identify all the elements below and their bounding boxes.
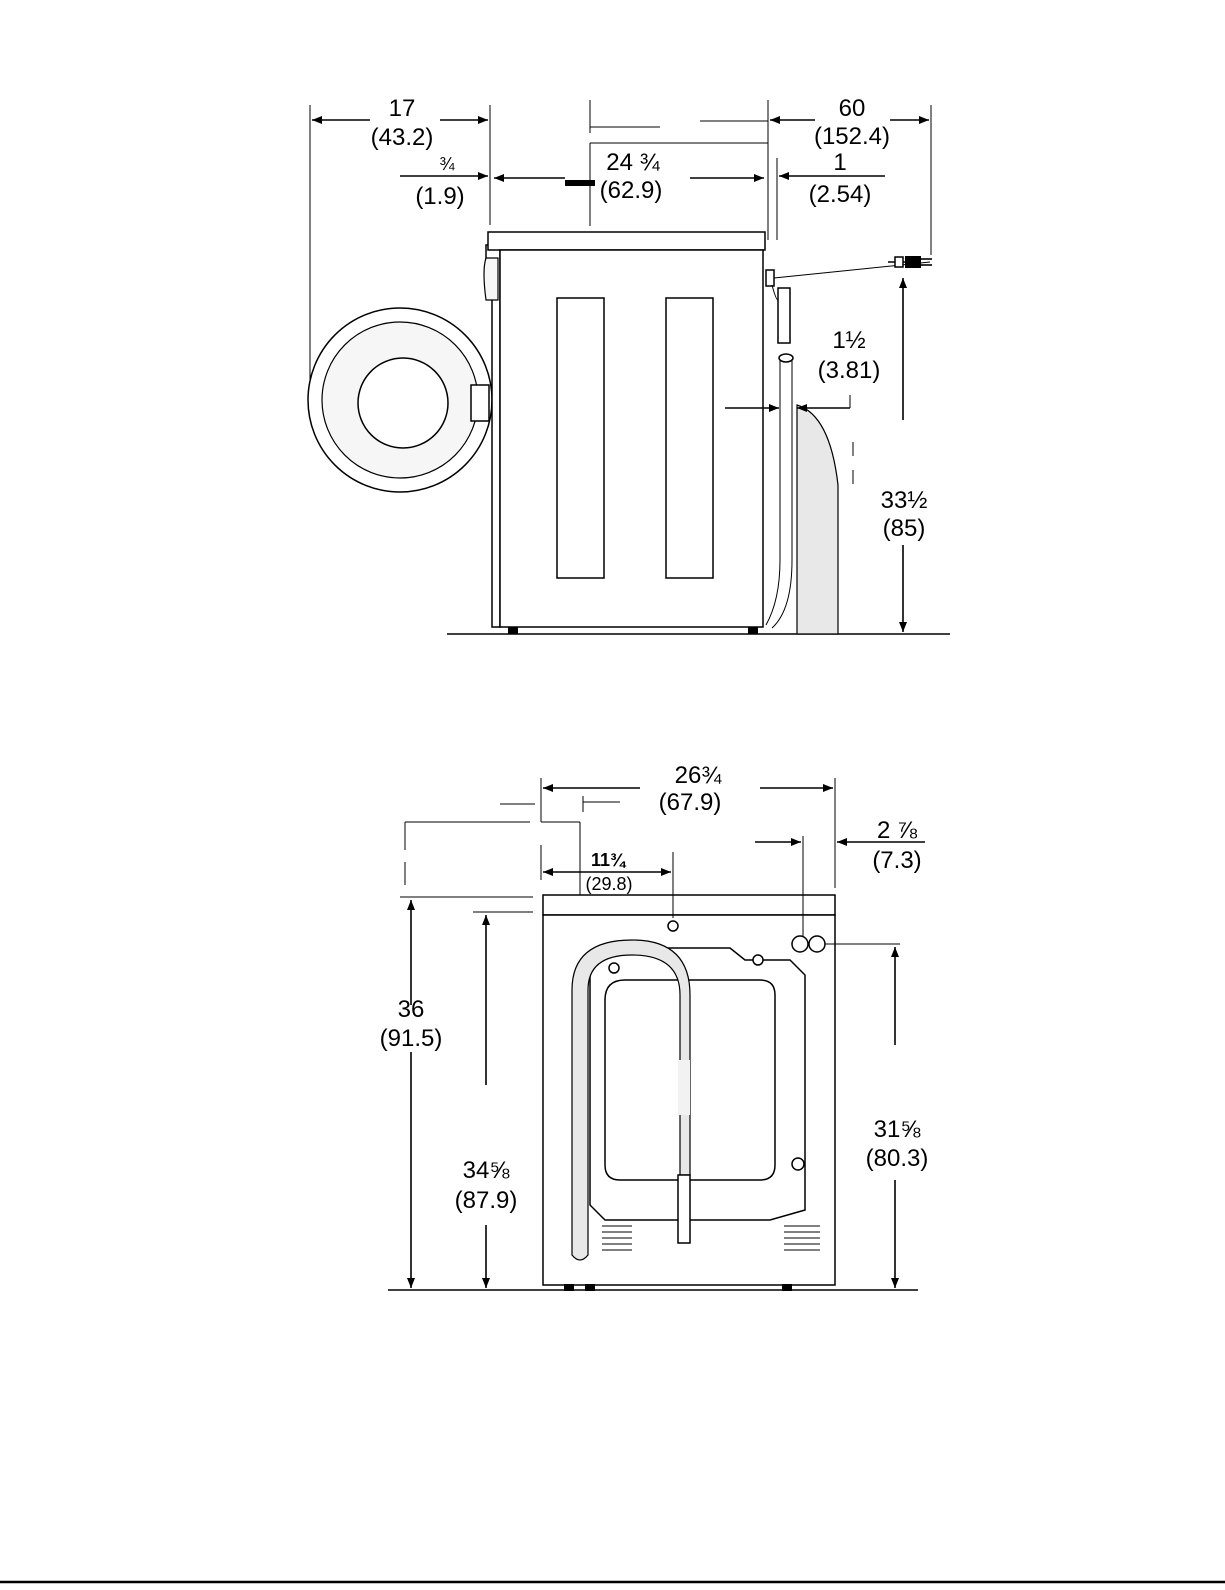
water-inlet-hot [792, 936, 808, 952]
dim-hose-clearance-value: 1½ [832, 327, 865, 354]
dim-overall-width-value: 26¾ [675, 762, 723, 789]
dim-drain-offset-metric: (29.8) [585, 874, 632, 894]
dim-inlet-offset-value: 2 ⅞ [877, 817, 918, 844]
front-panel [486, 245, 500, 627]
drain-opening [668, 921, 678, 931]
side-window-left [557, 298, 604, 578]
dim-cabinet-depth-metric: (62.9) [600, 177, 663, 204]
cabinet-side [500, 250, 763, 627]
top-panel [488, 232, 765, 250]
dim-cabinet-height-value: 34⅝ [463, 1157, 511, 1184]
dim-cabinet-depth-value: 24 ¾ [606, 149, 660, 176]
door-illustration [308, 308, 492, 492]
rear-hose-illustration [766, 262, 930, 634]
dim-front-offset-metric: (1.9) [415, 183, 464, 210]
dim-front-offset-value: ¾ [439, 154, 455, 174]
dim-cord-length-value: 60 [839, 95, 866, 122]
dim-overall-width-metric: (67.9) [659, 789, 722, 816]
dim-cord-length-metric: (152.4) [814, 123, 890, 150]
rear-view: 26¾ (67.9) 11¾ (29.8) 2 ⅞ (7.3) 36 (91.5… [380, 762, 929, 1291]
dim-overall-height-value: 36 [398, 996, 425, 1023]
dim-overall-depth-value: 17 [389, 95, 416, 122]
water-inlet-cold [809, 936, 825, 952]
side-window-right [666, 298, 713, 578]
dim-drain-offset-value: 11¾ [591, 850, 627, 870]
dim-hose-height-value: 33½ [881, 487, 928, 514]
dim-rear-offset-metric: (2.54) [809, 181, 872, 208]
side-view: 17 (43.2) ¾ (1.9) 24 ¾ (62.9) 60 (152.4)… [308, 95, 950, 634]
dim-inlet-height-metric: (80.3) [866, 1145, 929, 1172]
foot-rear [748, 627, 758, 634]
dim-hose-clearance-metric: (3.81) [818, 357, 881, 384]
dim-overall-depth-metric: (43.2) [371, 124, 434, 151]
dim-inlet-height-value: 31⅝ [874, 1116, 922, 1143]
dim-overall-height-metric: (91.5) [380, 1025, 443, 1052]
dim-hose-height-metric: (85) [883, 515, 926, 542]
dim-rear-offset-value: 1 [833, 149, 846, 176]
foot-front [508, 627, 518, 634]
dim-inlet-offset-metric: (7.3) [872, 847, 921, 874]
dim-cabinet-height-metric: (87.9) [455, 1187, 518, 1214]
rear-top-panel [543, 895, 835, 915]
